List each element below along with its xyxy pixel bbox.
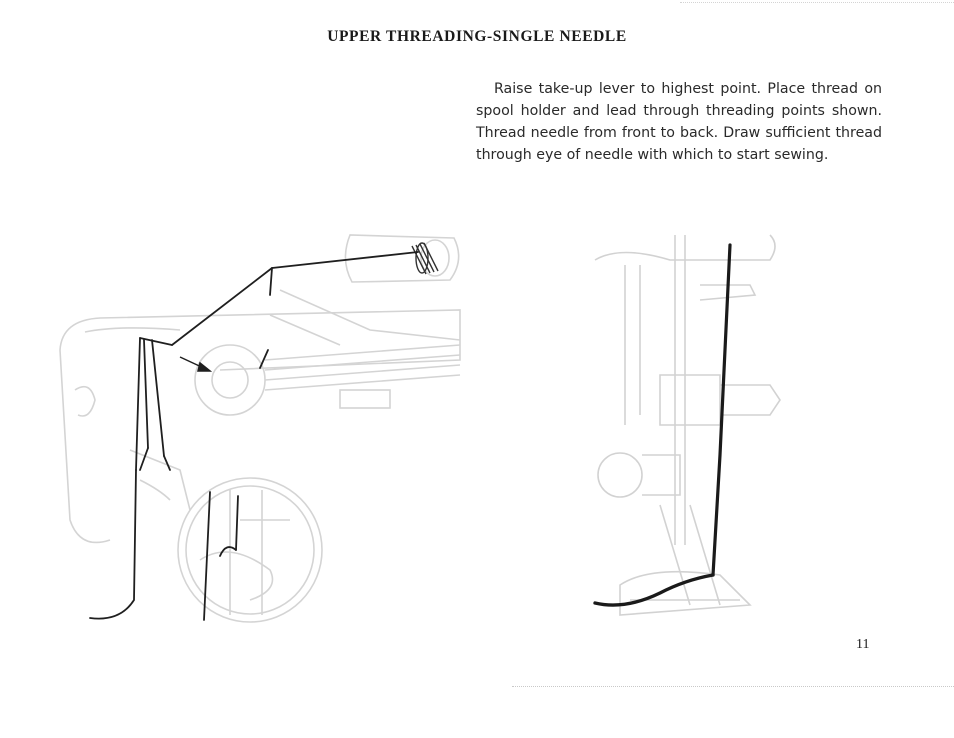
needle-threading-illustration	[593, 234, 781, 616]
threading-instructions: Raise take-up lever to highest point. Pl…	[476, 81, 882, 163]
threading-path-illustration	[59, 234, 461, 623]
page-title: UPPER THREADING-SINGLE NEEDLE	[327, 28, 627, 45]
bottom-divider	[512, 686, 954, 687]
page-number: 11	[856, 637, 870, 652]
top-divider	[680, 2, 954, 3]
